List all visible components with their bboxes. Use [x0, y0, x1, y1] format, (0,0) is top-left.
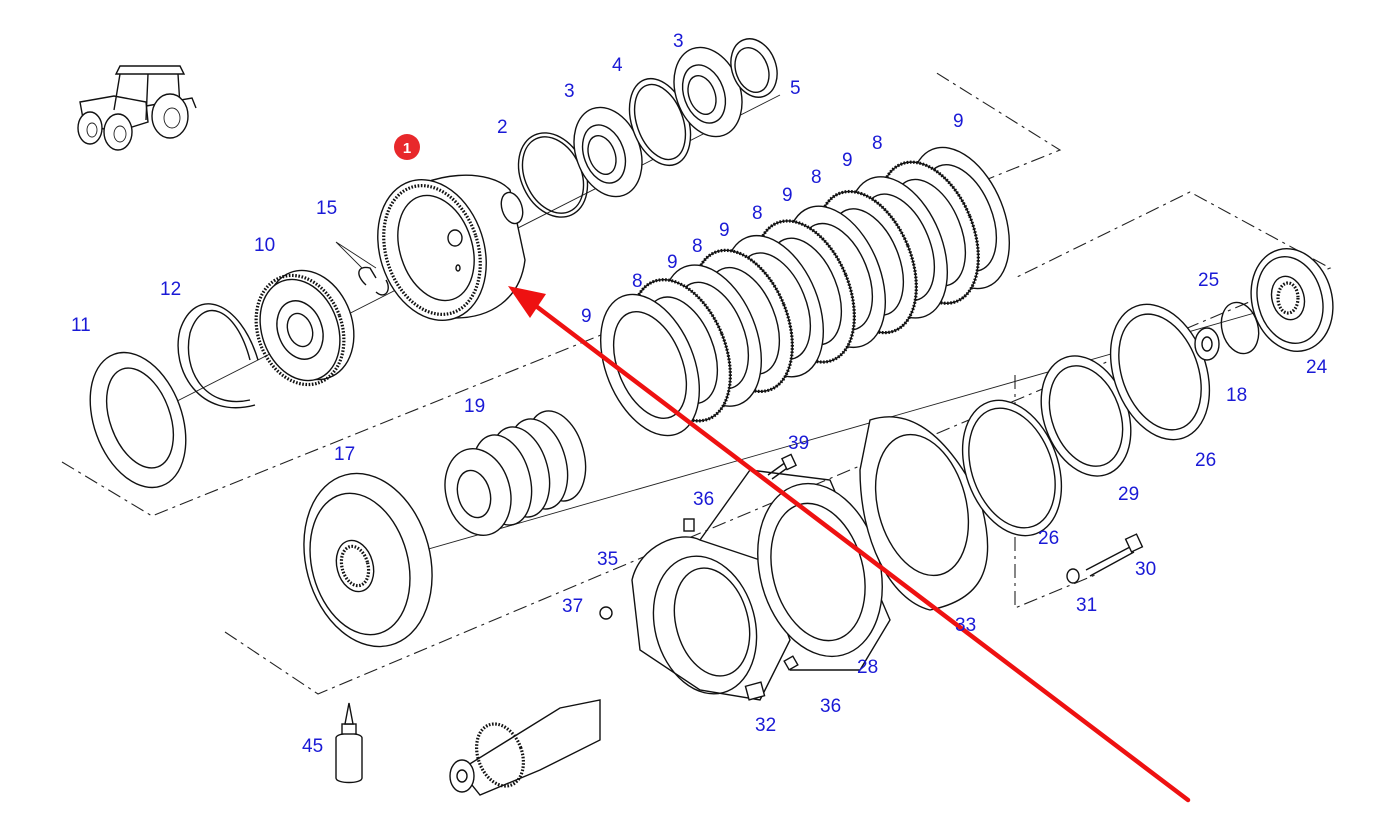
part-39-bolt[interactable] — [767, 453, 797, 480]
callout-9[interactable]: 9 — [842, 150, 853, 171]
callout-10[interactable]: 10 — [254, 235, 275, 256]
part-8-9-clutch-disc-stack[interactable] — [581, 133, 1028, 450]
part-5-seal[interactable] — [723, 32, 785, 103]
part-33-plate[interactable] — [859, 416, 989, 611]
callout-32[interactable]: 32 — [755, 715, 776, 736]
part-18-o-ring[interactable] — [1216, 298, 1264, 358]
part-17-piston[interactable] — [285, 459, 450, 661]
highlight-badge[interactable]: 1 — [394, 134, 420, 160]
callout-35[interactable]: 35 — [597, 549, 618, 570]
callout-37[interactable]: 37 — [562, 596, 583, 617]
callout-8[interactable]: 8 — [872, 133, 883, 154]
callout-3[interactable]: 3 — [564, 81, 575, 102]
callout-9[interactable]: 9 — [581, 306, 592, 327]
part-32-fitting[interactable] — [744, 681, 766, 701]
callout-24[interactable]: 24 — [1306, 357, 1328, 378]
callout-15[interactable]: 15 — [316, 198, 337, 219]
callout-19[interactable]: 19 — [464, 396, 485, 417]
callout-33[interactable]: 33 — [955, 615, 976, 636]
callout-36[interactable]: 36 — [693, 489, 714, 510]
part-3-bearing-upper[interactable] — [662, 38, 754, 146]
part-36-set-screw-upper[interactable] — [683, 518, 695, 532]
part-10-gear[interactable] — [241, 258, 368, 397]
callout-25[interactable]: 25 — [1198, 270, 1219, 291]
part-36-set-screw-lower[interactable] — [783, 655, 799, 671]
callout-4[interactable]: 4 — [612, 55, 623, 76]
callout-11[interactable]: 11 — [71, 315, 91, 336]
part-15-clips[interactable] — [335, 241, 389, 296]
callout-labels: 2 3 4 3 5 9 8 9 8 9 8 9 8 9 8 9 15 10 12… — [71, 31, 1328, 757]
callout-5[interactable]: 5 — [790, 78, 801, 99]
part-19-spring-washers[interactable] — [436, 404, 595, 542]
part-12-circlip[interactable] — [177, 303, 259, 409]
highlight-arrow — [508, 286, 1191, 803]
callout-8[interactable]: 8 — [692, 236, 703, 257]
callout-39[interactable]: 39 — [788, 433, 809, 454]
part-24-hub[interactable] — [1240, 239, 1344, 360]
callout-2[interactable]: 2 — [497, 117, 508, 138]
part-3-bearing-lower[interactable] — [562, 98, 654, 206]
callout-45[interactable]: 45 — [302, 736, 323, 757]
part-11-thrust-washer[interactable] — [73, 339, 204, 501]
callout-28[interactable]: 28 — [857, 657, 878, 678]
callout-8[interactable]: 8 — [752, 203, 763, 224]
callout-9[interactable]: 9 — [953, 111, 964, 132]
input-shaft[interactable] — [449, 699, 601, 796]
callout-9[interactable]: 9 — [719, 220, 730, 241]
callout-12[interactable]: 12 — [160, 279, 181, 300]
callout-9[interactable]: 9 — [782, 185, 793, 206]
callout-36[interactable]: 36 — [820, 696, 841, 717]
friction-disc-9[interactable] — [581, 280, 718, 450]
callout-31[interactable]: 31 — [1076, 595, 1097, 616]
part-25-washer[interactable] — [1194, 327, 1220, 361]
callout-18[interactable]: 18 — [1226, 385, 1247, 406]
part-30-bolt[interactable] — [1085, 533, 1144, 577]
callout-29[interactable]: 29 — [1118, 484, 1139, 505]
callout-3[interactable]: 3 — [673, 31, 684, 52]
part-26-ring-lower[interactable] — [945, 386, 1079, 549]
callout-8[interactable]: 8 — [811, 167, 822, 188]
part-31-washer[interactable] — [1066, 568, 1080, 584]
callout-17[interactable]: 17 — [334, 444, 355, 465]
group-outline-middle — [224, 191, 1332, 695]
callout-8[interactable]: 8 — [632, 271, 643, 292]
part-1-clutch-housing[interactable] — [360, 165, 526, 334]
callout-26[interactable]: 26 — [1038, 528, 1059, 549]
badge-label: 1 — [403, 140, 411, 157]
tractor-icon — [77, 65, 197, 151]
part-4-spacer-ring[interactable] — [618, 70, 701, 174]
callout-9[interactable]: 9 — [667, 252, 678, 273]
callout-30[interactable]: 30 — [1135, 559, 1156, 580]
group-outline-right — [1014, 375, 1096, 609]
callout-26[interactable]: 26 — [1195, 450, 1216, 471]
part-45-adhesive-bottle[interactable] — [335, 702, 363, 784]
part-37-o-ring[interactable] — [599, 606, 613, 620]
